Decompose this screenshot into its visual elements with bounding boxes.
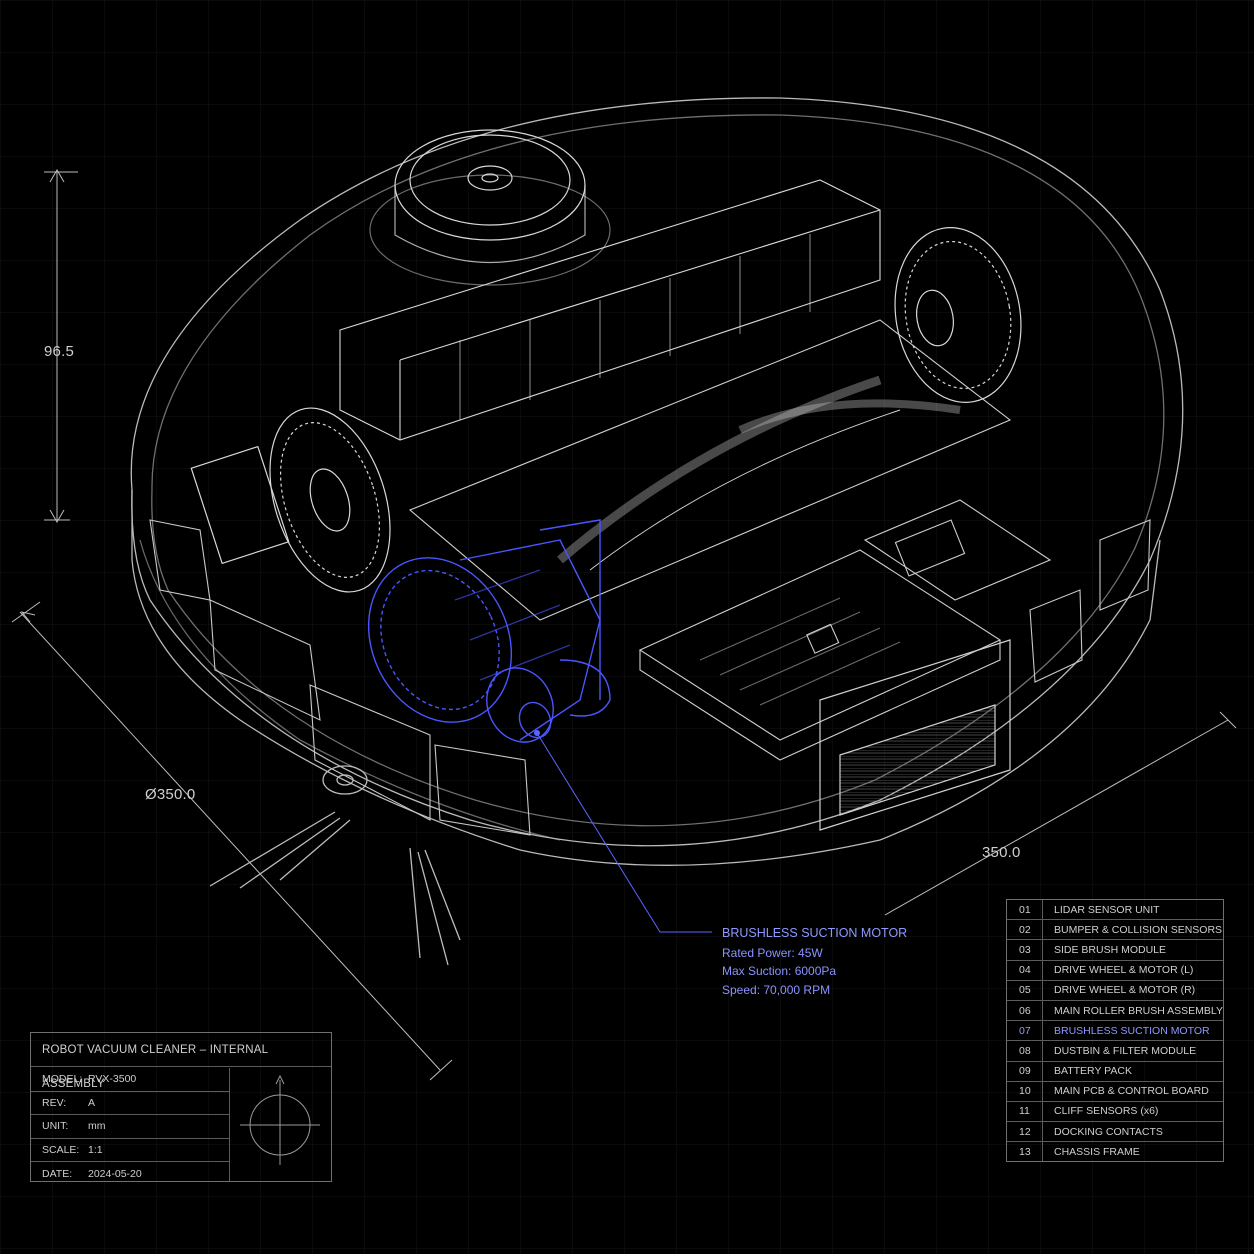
field-value: 2024-05-20 [88, 1167, 142, 1180]
legend-number: 10 [1007, 1081, 1043, 1101]
legend-label: MAIN ROLLER BRUSH ASSEMBLY [1053, 1004, 1223, 1017]
legend-label: DRIVE WHEEL & MOTOR (R) [1054, 984, 1196, 997]
legend-number: 13 [1007, 1142, 1043, 1162]
field-value: 1:1 [88, 1144, 103, 1157]
legend-label: SIDE BRUSH MODULE [1054, 943, 1167, 956]
legend-number: 03 [1007, 940, 1043, 960]
legend-label: MAIN PCB & CONTROL BOARD [1054, 1085, 1209, 1098]
legend-label: DRIVE WHEEL & MOTOR (L) [1054, 964, 1194, 977]
legend-row: 08 DUSTBIN & FILTER MODULE [1007, 1041, 1223, 1062]
dustbin-filter [819, 639, 1011, 831]
callout-spec: Speed: 70,000 RPM [722, 982, 831, 997]
main-pcb [638, 499, 1052, 761]
lidar-sensor-unit [369, 129, 611, 286]
drive-wheel-right [894, 227, 1022, 403]
callout-spec: Max Suction: 6000Pa [722, 964, 837, 978]
legend-row: 09 BATTERY PACK [1007, 1061, 1223, 1082]
title-block-row: SCALE: 1:1 [31, 1139, 229, 1163]
suction-motor [367, 519, 611, 743]
legend-row: 04 DRIVE WHEEL & MOTOR (L) [1007, 960, 1223, 981]
field-key: SCALE: [42, 1144, 80, 1157]
title-block-row: REV: A [31, 1092, 229, 1116]
title-block-row: MODEL: RVX-3500 [31, 1068, 229, 1092]
legend-row: 02 BUMPER & COLLISION SENSORS [1007, 920, 1223, 941]
title-block-row: UNIT: mm [31, 1115, 229, 1139]
legend-row: 05 DRIVE WHEEL & MOTOR (R) [1007, 980, 1223, 1001]
legend-number: 09 [1007, 1061, 1043, 1081]
legend-row: 06 MAIN ROLLER BRUSH ASSEMBLY [1007, 1000, 1223, 1022]
legend-number: 11 [1007, 1101, 1043, 1122]
orientation-cell [229, 1068, 332, 1181]
field-key: UNIT: [42, 1120, 69, 1133]
legend-number: 12 [1007, 1122, 1043, 1142]
diameter-dimension-label: Ø350.0 [145, 786, 196, 803]
legend-label: DUSTBIN & FILTER MODULE [1054, 1044, 1197, 1057]
legend-number: 01 [1007, 900, 1043, 920]
legend-number: 07 [1007, 1021, 1043, 1041]
bumper-segments [149, 519, 1151, 836]
title-block-row: DATE: 2024-05-20 [31, 1162, 229, 1185]
legend-label: BUMPER & COLLISION SENSORS [1054, 923, 1223, 936]
suction-motor-callout: BRUSHLESS SUCTION MOTOR Rated Power: 45W… [722, 924, 907, 999]
chassis-frame [130, 97, 1184, 866]
callout-title: BRUSHLESS SUCTION MOTOR [722, 926, 908, 940]
legend-label: LIDAR SENSOR UNIT [1054, 903, 1160, 916]
width-dimension-label: 350.0 [982, 844, 1021, 861]
legend-number: 05 [1007, 980, 1043, 1000]
parts-legend: 01 LIDAR SENSOR UNIT 02 BUMPER & COLLISION … [1006, 899, 1224, 1163]
legend-label: DOCKING CONTACTS [1054, 1125, 1163, 1138]
drive-wheel-left [190, 407, 391, 593]
legend-row: 12 DOCKING CONTACTS [1007, 1122, 1223, 1143]
legend-label: CHASSIS FRAME [1054, 1145, 1140, 1158]
field-key: MODEL: [42, 1073, 83, 1086]
callout-leader [534, 730, 712, 933]
dimension-lines [11, 169, 1237, 1081]
legend-row: 03 SIDE BRUSH MODULE [1007, 940, 1223, 961]
title-block: ROBOT VACUUM CLEANER – INTERNAL ASSEMBLY… [30, 1032, 332, 1182]
field-key: REV: [42, 1096, 67, 1109]
main-roller-brush [408, 319, 1012, 621]
legend-number: 04 [1007, 960, 1043, 980]
legend-row: 01 LIDAR SENSOR UNIT [1007, 900, 1223, 921]
callout-spec: Rated Power: 45W [722, 945, 823, 960]
drawing-title: ROBOT VACUUM CLEANER – INTERNAL ASSEMBLY [31, 1033, 331, 1090]
legend-row: 10 MAIN PCB & CONTROL BOARD [1007, 1081, 1223, 1102]
field-value: A [88, 1096, 96, 1109]
orientation-mark [240, 1074, 320, 1165]
side-brush [209, 765, 461, 966]
battery-pack [339, 179, 881, 441]
legend-row: 13 CHASSIS FRAME [1007, 1142, 1223, 1162]
height-dimension-label: 96.5 [44, 343, 74, 360]
legend-number: 08 [1007, 1041, 1043, 1061]
legend-number: 02 [1007, 920, 1043, 940]
legend-number: 06 [1007, 1000, 1043, 1021]
field-value: mm [88, 1120, 106, 1133]
legend-label: BATTERY PACK [1054, 1065, 1132, 1078]
field-key: DATE: [42, 1167, 73, 1180]
legend-row: 07 BRUSHLESS SUCTION MOTOR [1007, 1021, 1223, 1042]
field-value: RVX-3500 [88, 1073, 137, 1086]
legend-label: CLIFF SENSORS (x6) [1054, 1105, 1159, 1118]
legend-row: 11 CLIFF SENSORS (x6) [1007, 1101, 1223, 1123]
legend-label: BRUSHLESS SUCTION MOTOR [1054, 1024, 1210, 1037]
